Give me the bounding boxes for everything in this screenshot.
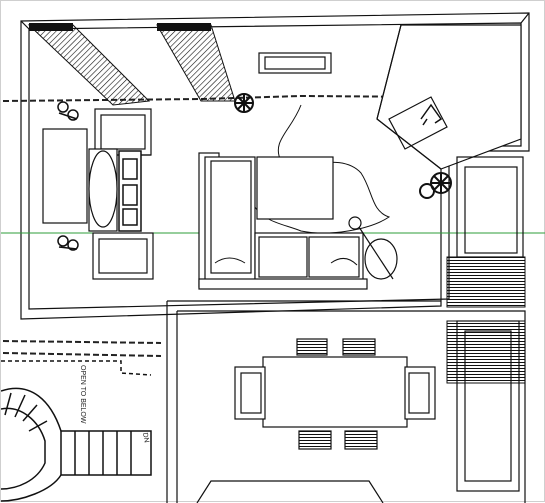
window-curtains [27,23,236,106]
chair [344,430,378,450]
chair [298,430,332,450]
wall-segment [20,20,30,30]
window-frame [456,156,524,258]
cushions [214,257,358,266]
note-dn: DN [141,432,150,443]
potted-plant [419,172,452,199]
floor-lamp [348,216,398,280]
wall-art [42,128,88,224]
wall-segment [520,12,530,24]
sectional-sofa [198,152,368,290]
stair-hall [1,360,152,502]
spiral-stair [1,387,152,502]
dining-room-wall [196,480,384,503]
armchair [92,232,154,280]
potted-plant [234,93,254,113]
dining-window [456,320,520,492]
bench [404,366,436,420]
dining-room-wall [441,310,526,503]
chair [296,338,328,356]
chair [342,338,376,356]
ottoman [88,148,118,232]
coffee-table [256,156,334,220]
window-blinds [446,256,526,384]
bench [234,366,266,420]
decor-bowl [57,101,79,121]
sideboard [118,150,142,232]
skylight [258,52,332,74]
decor-bowl [57,235,79,251]
dining-table [262,356,408,428]
note-open-to-below: OPEN TO BELOW [79,365,86,424]
armchair [94,108,152,156]
dining-room [166,300,526,503]
fireplace-corner [376,24,522,170]
dining-window [464,330,512,482]
